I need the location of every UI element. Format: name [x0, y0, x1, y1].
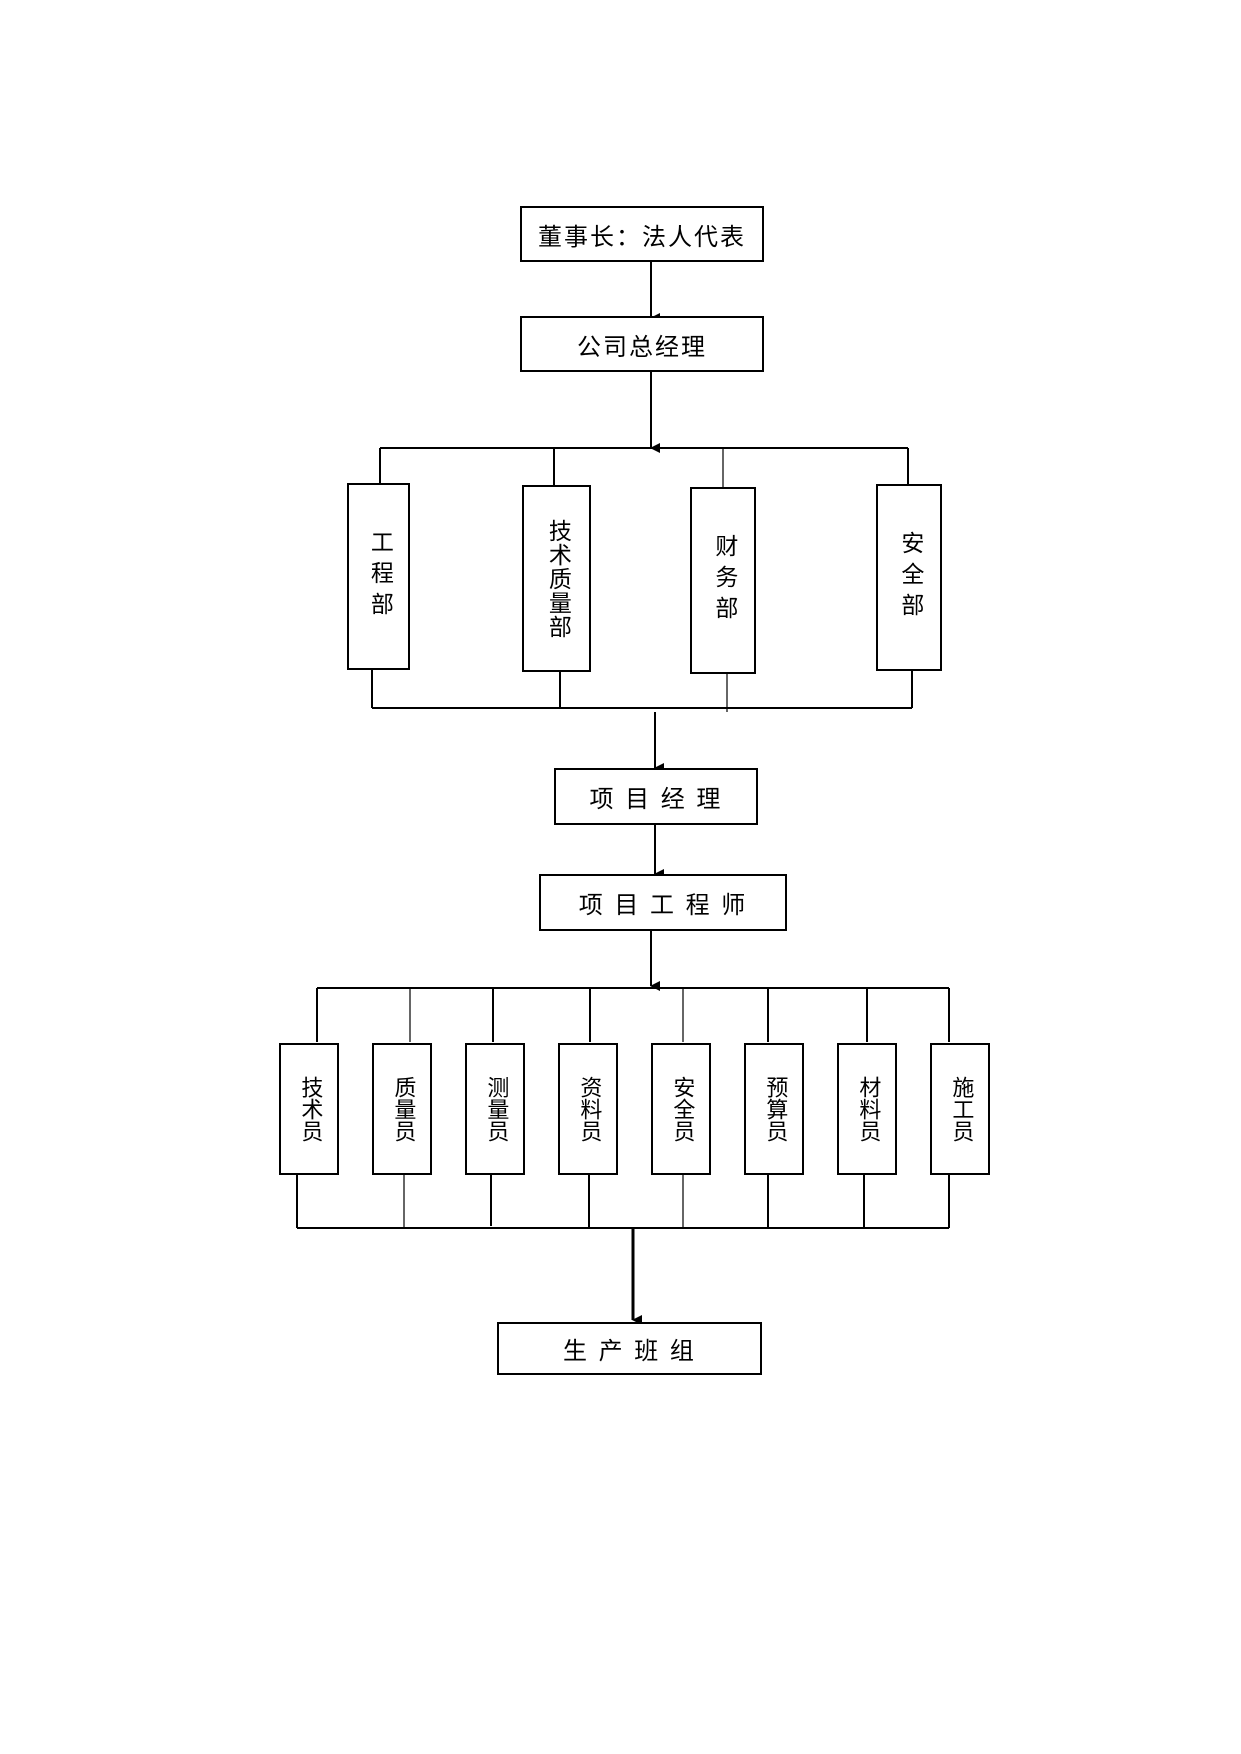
- chairman-label: 董事长：法人代表: [538, 222, 746, 251]
- staff-box-safety: 安全员: [651, 1043, 711, 1175]
- staff-label: 施工员: [948, 1076, 974, 1142]
- staff-box-documentation: 资料员: [558, 1043, 618, 1175]
- department-box-engineering: 工程部: [347, 483, 410, 670]
- staff-box-surveyor: 测量员: [465, 1043, 525, 1175]
- project-manager-box: 项 目 经 理: [554, 768, 758, 825]
- project-engineer-label: 项 目 工 程 师: [578, 891, 748, 919]
- project-engineer-box: 项 目 工 程 师: [539, 874, 787, 931]
- department-label: 财务部: [710, 534, 737, 627]
- department-label: 技术质量部: [544, 518, 571, 639]
- staff-label: 预算员: [762, 1076, 788, 1142]
- staff-label: 材料员: [855, 1076, 881, 1142]
- staff-label: 技术员: [297, 1076, 323, 1142]
- department-box-finance: 财务部: [690, 487, 756, 674]
- department-label: 工程部: [366, 530, 393, 623]
- department-box-tech-quality: 技术质量部: [522, 485, 591, 672]
- department-box-safety: 安全部: [876, 484, 942, 671]
- staff-label: 测量员: [483, 1076, 509, 1142]
- project-manager-label: 项 目 经 理: [589, 785, 723, 813]
- department-label: 安全部: [896, 531, 923, 624]
- production-team-box: 生 产 班 组: [497, 1322, 762, 1375]
- staff-box-materials: 材料员: [837, 1043, 897, 1175]
- staff-box-technician: 技术员: [279, 1043, 339, 1175]
- production-team-label: 生 产 班 组: [563, 1337, 696, 1365]
- staff-label: 质量员: [390, 1076, 416, 1142]
- staff-box-construction: 施工员: [930, 1043, 990, 1175]
- general-manager-box: 公司总经理: [520, 316, 764, 372]
- chairman-box: 董事长：法人代表: [520, 206, 764, 262]
- general-manager-label: 公司总经理: [577, 332, 707, 361]
- staff-box-budget: 预算员: [744, 1043, 804, 1175]
- staff-label: 资料员: [576, 1076, 602, 1142]
- staff-box-quality: 质量员: [372, 1043, 432, 1175]
- staff-label: 安全员: [669, 1076, 695, 1142]
